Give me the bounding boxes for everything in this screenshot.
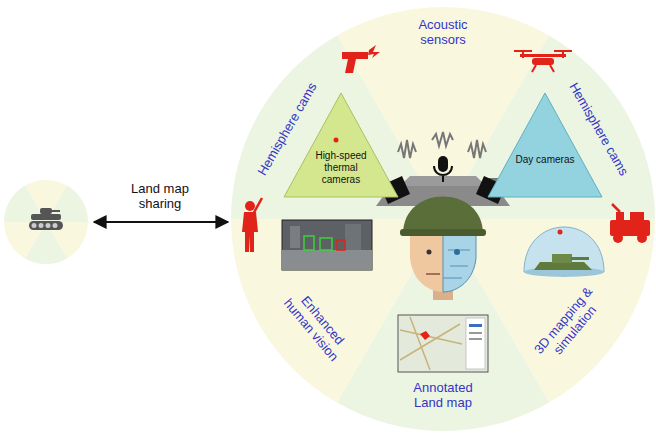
3d-dome-simulation <box>524 227 604 277</box>
link-label: Land map sharing <box>128 181 192 211</box>
drone-icon <box>514 50 572 72</box>
wedge <box>231 219 443 403</box>
sector-label: Annotated Land map <box>403 380 483 410</box>
microphone-icon <box>434 156 452 182</box>
remote-unit-circle <box>4 180 88 264</box>
node-label: Day cameras <box>509 154 581 166</box>
vision-screenshot <box>282 220 372 270</box>
armed-truck-icon <box>610 204 650 243</box>
pistol-icon <box>342 45 380 73</box>
sharing-arrow <box>94 221 228 223</box>
sensor-circle <box>231 7 655 431</box>
target-dot <box>334 138 339 143</box>
sector-label: Acoustic sensors <box>410 17 476 47</box>
soldier-icon <box>242 198 262 252</box>
robot-tank-icon <box>29 208 63 230</box>
sound-waves <box>398 132 486 158</box>
soldier-ai-head <box>400 197 486 301</box>
wedge <box>4 222 46 258</box>
node-label: High-speed thermal cameras <box>307 150 375 186</box>
annotated-map <box>398 315 488 372</box>
